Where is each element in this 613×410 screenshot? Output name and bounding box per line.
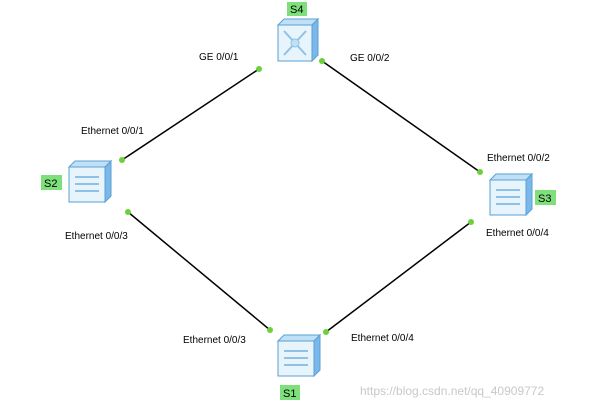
device-tag-s2: S2 <box>44 178 57 190</box>
switch-icon <box>488 172 534 217</box>
device-tag-s1: S1 <box>283 388 296 400</box>
device-tag-bg <box>41 175 62 190</box>
device-tag-bg <box>280 385 300 400</box>
link-s2-s1 <box>127 211 271 331</box>
port-dot-s1-eth003 <box>267 327 273 333</box>
device-s3[interactable]: S3 <box>488 172 556 217</box>
port-dot-s4-ge002 <box>319 58 325 64</box>
device-s4[interactable]: S4 <box>276 2 320 63</box>
port-label-s1-eth004: Ethernet 0/0/4 <box>351 333 414 344</box>
port-label-s2-eth001: Ethernet 0/0/1 <box>81 126 144 137</box>
port-dot-s3-eth004 <box>468 219 474 225</box>
port-dot-s2-eth001 <box>119 157 125 163</box>
port-label-s2-eth003: Ethernet 0/0/3 <box>65 231 128 242</box>
core-switch-icon <box>276 17 320 63</box>
device-tag-bg <box>535 190 556 205</box>
watermark-text: https://blog.csdn.net/qq_40909772 <box>360 384 544 398</box>
port-dot-s4-ge001 <box>256 66 262 72</box>
switch-icon <box>276 333 322 378</box>
port-label-s4-ge002: GE 0/0/2 <box>350 53 390 64</box>
port-label-s1-eth003: Ethernet 0/0/3 <box>183 335 246 346</box>
device-tag-s3: S3 <box>538 193 551 205</box>
device-s1[interactable]: S1 <box>276 333 322 400</box>
port-label-s3-eth004: Ethernet 0/0/4 <box>486 228 549 239</box>
device-s2[interactable]: S2 <box>41 159 113 204</box>
port-dot-s3-eth002 <box>477 169 483 175</box>
port-label-s4-ge001: GE 0/0/1 <box>199 52 239 63</box>
device-tag-s4: S4 <box>290 4 303 16</box>
link-s4-s2 <box>121 68 260 161</box>
device-tag-bg <box>287 2 307 16</box>
link-s4-s3 <box>321 60 481 173</box>
port-dot-s2-eth003 <box>125 209 131 215</box>
port-label-s3-eth002: Ethernet 0/0/2 <box>487 153 550 164</box>
link-s3-s1 <box>325 221 472 333</box>
switch-icon <box>67 159 113 204</box>
port-dot-s1-eth004 <box>323 329 329 335</box>
